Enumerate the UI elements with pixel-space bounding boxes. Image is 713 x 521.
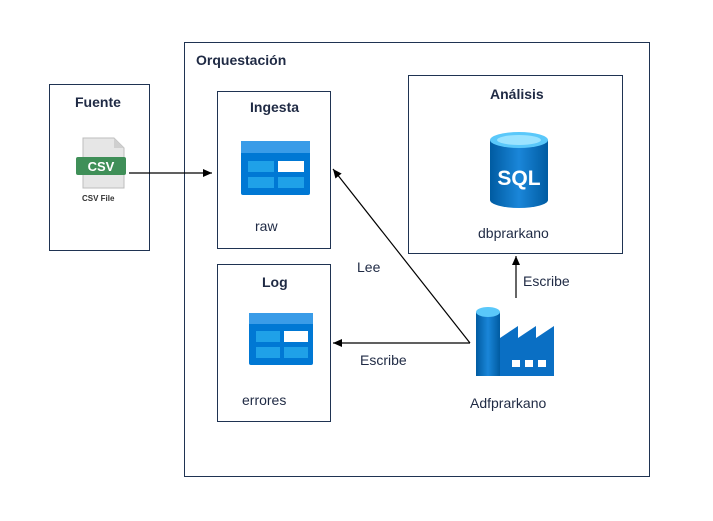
data-factory-icon bbox=[476, 307, 554, 376]
edge-label-lee: Lee bbox=[357, 259, 381, 275]
edge-factory-lee-ingesta bbox=[332, 168, 471, 344]
analisis-label: dbprarkano bbox=[478, 225, 549, 241]
csv-badge: CSV bbox=[88, 159, 115, 174]
sql-database-icon: SQL bbox=[490, 132, 548, 208]
analisis-title: Análisis bbox=[490, 86, 544, 102]
log-title: Log bbox=[262, 274, 288, 290]
storage-table-icon bbox=[249, 313, 313, 365]
factory-label: Adfprarkano bbox=[470, 395, 547, 411]
ingesta-label: raw bbox=[255, 218, 278, 234]
csv-file-icon: CSV bbox=[76, 137, 126, 189]
orquestacion-title: Orquestación bbox=[196, 52, 287, 68]
edge-label-escribe-log: Escribe bbox=[360, 352, 407, 368]
log-label: errores bbox=[242, 392, 287, 408]
sql-badge: SQL bbox=[497, 167, 540, 190]
ingesta-title: Ingesta bbox=[250, 99, 300, 115]
fuente-title: Fuente bbox=[75, 94, 121, 110]
storage-table-icon bbox=[241, 141, 310, 195]
csv-file-caption: CSV File bbox=[82, 194, 115, 203]
edge-label-escribe-sql: Escribe bbox=[523, 273, 570, 289]
